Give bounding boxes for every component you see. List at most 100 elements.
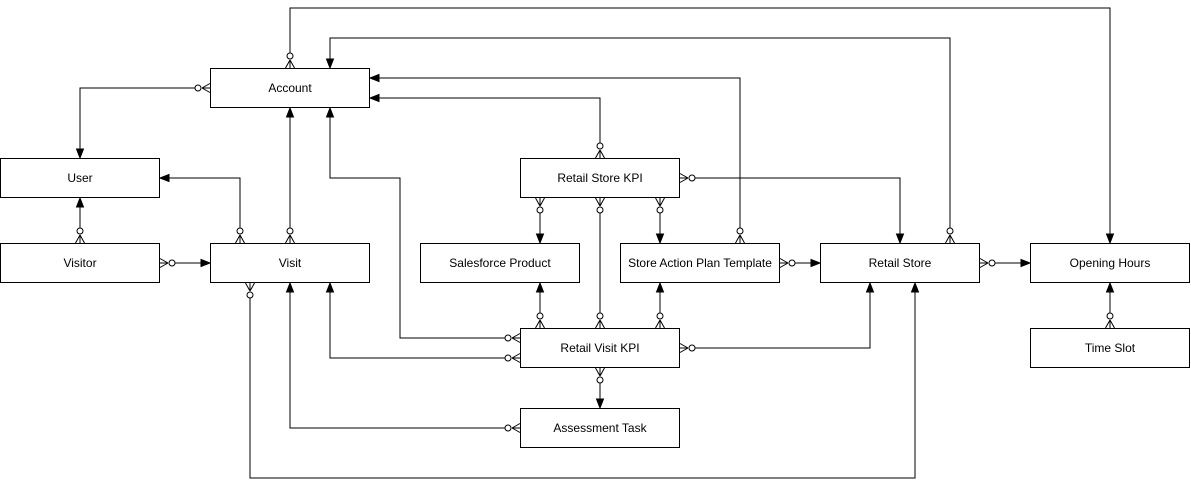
- entity-user[interactable]: User: [0, 158, 160, 198]
- zero-circle-marker: [947, 228, 953, 234]
- arrowhead: [1107, 234, 1114, 243]
- arrowhead: [370, 95, 379, 102]
- entity-opening-hours[interactable]: Opening Hours: [1030, 243, 1190, 283]
- zero-circle-marker: [505, 335, 511, 341]
- crows-foot-marker: [946, 235, 955, 243]
- crows-foot-marker: [286, 60, 295, 68]
- zero-circle-marker: [657, 207, 663, 213]
- edge-visit-kpi-assessment: [596, 368, 605, 408]
- crows-foot-marker: [160, 259, 168, 268]
- zero-circle-marker: [689, 175, 695, 181]
- zero-circle-marker: [237, 228, 243, 234]
- entity-label: Account: [268, 81, 312, 95]
- crows-foot-marker: [980, 259, 988, 268]
- crows-foot-marker: [736, 235, 745, 243]
- entity-label: Retail Store: [868, 256, 932, 270]
- entity-visit[interactable]: Visit: [210, 243, 370, 283]
- zero-circle-marker: [505, 355, 511, 361]
- edge-markers: [76, 198, 85, 243]
- entity-store-action-plan-template[interactable]: Store Action Plan Template: [620, 243, 780, 283]
- entity-label: User: [67, 171, 93, 185]
- arrowhead: [1107, 283, 1114, 292]
- zero-circle-marker: [77, 228, 83, 234]
- entity-visitor[interactable]: Visitor: [0, 243, 160, 283]
- entity-retail-visit-kpi[interactable]: Retail Visit KPI: [520, 328, 680, 368]
- edge-account-user: [77, 84, 211, 159]
- zero-circle-marker: [597, 313, 603, 319]
- arrowhead: [867, 283, 874, 292]
- edge-line: [376, 78, 740, 228]
- arrowhead: [201, 260, 210, 267]
- edge-line: [695, 178, 900, 237]
- edge-markers: [780, 259, 820, 268]
- edge-markers: [596, 198, 605, 328]
- edge-action-plan-retail-store: [780, 259, 820, 268]
- edge-visitor-visit: [160, 259, 210, 268]
- edge-markers: [536, 283, 545, 328]
- edge-line: [80, 88, 195, 152]
- entity-label: Visitor: [63, 256, 97, 270]
- edge-line: [250, 289, 915, 478]
- edge-markers: [656, 198, 665, 243]
- arrowhead: [657, 234, 664, 243]
- zero-circle-marker: [537, 207, 543, 213]
- edge-line: [166, 178, 240, 228]
- edge-markers: [656, 283, 665, 328]
- entity-label: Retail Visit KPI: [560, 341, 640, 355]
- edge-markers: [370, 95, 605, 159]
- edge-markers: [286, 53, 1114, 243]
- edge-visit-account: [286, 108, 295, 243]
- arrowhead: [160, 175, 169, 182]
- crows-foot-marker: [536, 198, 545, 206]
- entity-assessment-task[interactable]: Assessment Task: [520, 408, 680, 448]
- zero-circle-marker: [689, 345, 695, 351]
- edge-visit-retail-store: [246, 283, 919, 478]
- arrowhead: [327, 59, 334, 68]
- entity-label: Assessment Task: [553, 421, 647, 435]
- entity-salesforce-product[interactable]: Salesforce Product: [420, 243, 580, 283]
- entity-account[interactable]: Account: [210, 68, 370, 108]
- crows-foot-marker: [680, 174, 688, 183]
- zero-circle-marker: [1107, 313, 1113, 319]
- edge-store-kpi-action-plan: [656, 198, 665, 243]
- edge-markers: [327, 59, 955, 243]
- zero-circle-marker: [989, 260, 995, 266]
- crows-foot-marker: [656, 198, 665, 206]
- edge-store-kpi-product: [536, 198, 545, 243]
- edge-markers: [286, 108, 295, 243]
- crows-foot-marker: [536, 320, 545, 328]
- crows-foot-marker: [512, 354, 520, 363]
- edge-markers: [160, 175, 245, 244]
- edge-line: [330, 38, 950, 228]
- zero-circle-marker: [247, 292, 253, 298]
- arrowhead: [657, 283, 664, 292]
- edge-markers: [246, 283, 919, 298]
- crows-foot-marker: [1106, 320, 1115, 328]
- entity-retail-store-kpi[interactable]: Retail Store KPI: [520, 158, 680, 198]
- crows-foot-marker: [656, 320, 665, 328]
- zero-circle-marker: [597, 143, 603, 149]
- zero-circle-marker: [287, 228, 293, 234]
- crows-foot-marker: [512, 424, 520, 433]
- edge-markers: [596, 368, 605, 408]
- edge-markers: [1106, 283, 1115, 328]
- crows-foot-marker: [680, 344, 688, 353]
- edge-store-kpi-retail-store: [680, 174, 904, 244]
- entity-retail-store[interactable]: Retail Store: [820, 243, 980, 283]
- arrowhead: [327, 283, 334, 292]
- zero-circle-marker: [505, 425, 511, 431]
- edge-markers: [160, 259, 210, 268]
- entity-time-slot[interactable]: Time Slot: [1030, 328, 1190, 368]
- crows-foot-marker: [596, 198, 605, 206]
- edge-markers: [327, 108, 521, 343]
- arrowhead: [537, 283, 544, 292]
- edge-line: [695, 289, 870, 348]
- edge-markers: [536, 198, 545, 243]
- arrowhead: [1021, 260, 1030, 267]
- edge-markers: [980, 259, 1030, 268]
- crows-foot-marker: [246, 283, 255, 291]
- crows-foot-marker: [596, 368, 605, 376]
- edge-retail-store-account: [327, 38, 955, 243]
